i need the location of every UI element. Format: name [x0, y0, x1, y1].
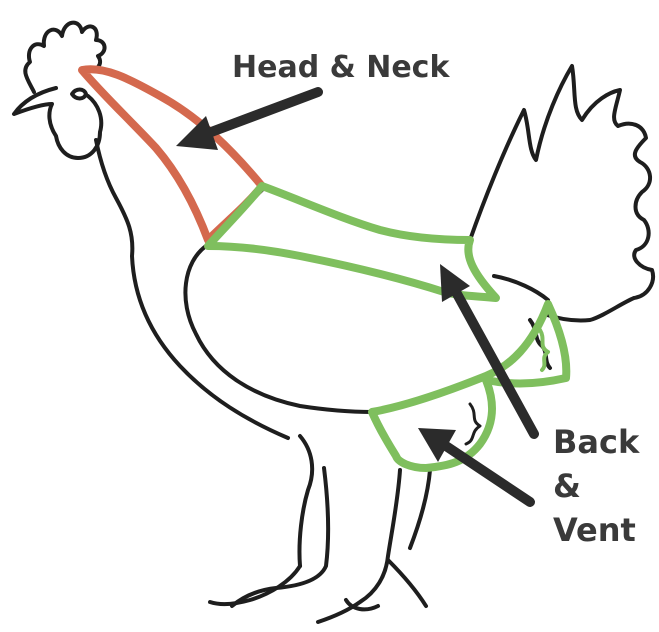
head-outline [14, 88, 101, 158]
back-vent-label-line-2: & [553, 464, 639, 508]
belly-outline [185, 246, 372, 412]
tail-underside-outline [494, 276, 548, 300]
leg-right-toe-outline [388, 560, 426, 606]
leg-right-back-outline [410, 470, 430, 548]
arrow-vent-icon [446, 446, 530, 502]
vent-inner-detail [466, 404, 480, 444]
back-vent-label-line-1: Back [553, 420, 639, 464]
thigh-outline [299, 436, 312, 566]
back-vent-label: Back & Vent [553, 420, 639, 552]
back-vent-label-line-3: Vent [553, 508, 639, 552]
tail-outline [470, 66, 653, 321]
arrow-head-neck-icon [206, 92, 318, 134]
head-neck-label: Head & Neck [232, 50, 449, 85]
leg-right-outline [318, 470, 400, 622]
eye-outline [72, 90, 86, 99]
